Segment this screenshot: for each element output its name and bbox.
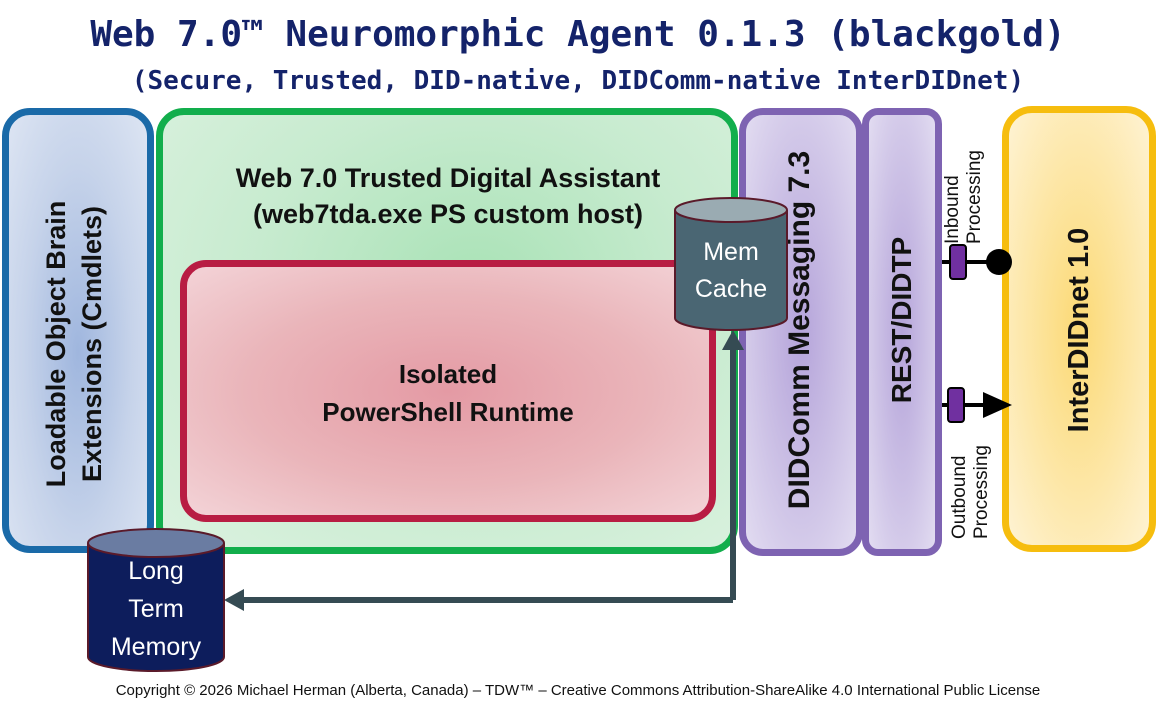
- arrowhead-left-icon: [224, 589, 244, 611]
- lobe-block: [2, 108, 154, 553]
- mem-cache-line2: Cache: [694, 275, 768, 303]
- ltm-line1: Long: [128, 557, 184, 585]
- inbound-line2: Processing: [964, 150, 985, 244]
- diagram-subtitle: (Secure, Trusted, DID-native, DIDComm-na…: [131, 66, 1025, 96]
- copyright-footer: Copyright © 2026 Michael Herman (Alberta…: [115, 682, 1041, 699]
- tda-label: Web 7.0 Trusted Digital Assistant (web7t…: [170, 160, 726, 232]
- arrowhead-up-icon: [722, 330, 744, 350]
- long-term-memory-label: Long Term Memory: [88, 552, 224, 666]
- tda-label-line1: Web 7.0 Trusted Digital Assistant: [235, 163, 661, 193]
- long-term-memory-cylinder: [87, 528, 225, 672]
- tda-label-line2: (web7tda.exe PS custom host): [252, 199, 644, 229]
- mem-cache-line1: Mem: [703, 238, 759, 266]
- rest-block: [862, 108, 942, 556]
- runtime-label-line2: PowerShell Runtime: [322, 397, 574, 427]
- runtime-label-line1: Isolated: [398, 359, 498, 389]
- interdidnet-block: [1002, 106, 1156, 552]
- inbound-label: Inbound Processing: [942, 148, 990, 244]
- diagram-title: Web 7.0™ Neuromorphic Agent 0.1.3 (black…: [90, 14, 1066, 55]
- runtime-block: [180, 260, 716, 522]
- runtime-label: Isolated PowerShell Runtime: [180, 355, 716, 431]
- inbound-line1: Inbound: [942, 175, 963, 244]
- outbound-line2: Processing: [971, 445, 992, 539]
- mem-cache-label: Mem Cache: [675, 234, 787, 308]
- outbound-label: Outbound Processing: [949, 429, 997, 539]
- inbound-connector: [942, 244, 1012, 280]
- arrow-right-icon: [983, 392, 1012, 418]
- socket-icon: [986, 249, 1012, 275]
- ltm-line3: Memory: [110, 633, 202, 661]
- didcomm-block: [739, 108, 863, 556]
- memory-flow-line: [238, 345, 736, 603]
- mem-cache-cylinder: [674, 197, 788, 331]
- ltm-line2: Term: [128, 595, 184, 623]
- outbound-line1: Outbound: [949, 455, 970, 539]
- outbound-connector: [942, 387, 1012, 423]
